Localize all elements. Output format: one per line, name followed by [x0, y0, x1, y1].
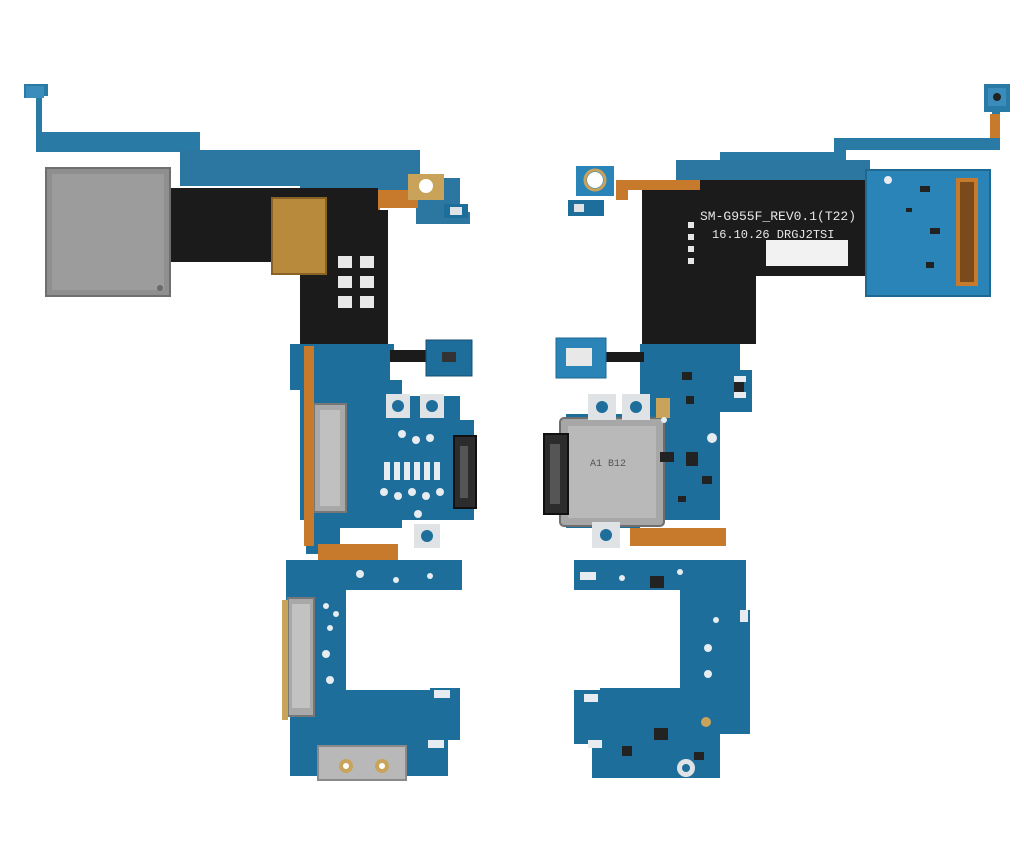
left-lower-gold-edge [282, 600, 288, 720]
right-flex-board: SM-G955F_REV0.1(T22) 16.10.26 DRGJ2TSI [543, 84, 1010, 778]
right-test-pads [661, 376, 746, 443]
left-lower-pads [322, 570, 450, 748]
right-copper-trace [616, 180, 700, 200]
right-screw-hole [587, 172, 603, 188]
right-port-tab-2-hole [630, 401, 642, 413]
right-mic-shield [566, 348, 592, 366]
right-usb-housing-inner [568, 426, 656, 518]
left-gold-stiffener [271, 197, 327, 275]
right-cut-marks [688, 222, 694, 264]
right-small-tab-pad [574, 204, 584, 212]
left-port-tab-3-hole [421, 530, 433, 542]
right-antenna-contact [993, 93, 1001, 101]
right-screw-ring [583, 168, 607, 192]
left-copper-edge [304, 346, 314, 546]
left-mic-chip [442, 352, 456, 362]
right-bridge-flex [630, 528, 726, 546]
right-lower-contact [701, 717, 711, 727]
right-mic-flex [602, 352, 644, 362]
left-lower-steel-inner [292, 604, 310, 708]
left-antenna-strip [24, 84, 262, 170]
right-silkscreen-line1: SM-G955F_REV0.1(T22) [700, 209, 856, 224]
left-black-flex [168, 188, 388, 344]
left-small-tab-pad [450, 207, 462, 215]
right-gold-contact [656, 398, 670, 418]
right-silkscreen-line2: 16.10.26 DRGJ2TSI [712, 228, 834, 242]
left-screw-hole [419, 179, 433, 193]
right-connector-board-hole [884, 176, 892, 184]
left-test-pads [380, 430, 444, 518]
left-shield-screw [157, 285, 163, 291]
right-lower-smd [622, 576, 704, 760]
left-antenna-pad [26, 86, 44, 98]
right-antenna-strip [720, 84, 1010, 164]
left-lower-pcb [286, 560, 462, 776]
right-white-label [766, 240, 848, 266]
right-connector-board-parts [906, 186, 940, 268]
left-port-tab-1-hole [392, 400, 404, 412]
left-contact-pad-grid [338, 256, 374, 308]
right-connector-marks: A1 B12 [590, 459, 626, 470]
right-port-tab-1-hole [596, 401, 608, 413]
right-smd-components [660, 372, 744, 502]
right-lower-pads [580, 569, 748, 748]
right-black-flex [642, 180, 866, 344]
left-bottom-screw-1-hole [343, 763, 349, 769]
right-board-connector-pins [960, 182, 974, 282]
left-port-tab-2-hole [426, 400, 438, 412]
left-steel-bracket-inner [320, 410, 340, 506]
right-bottom-screw-hole [682, 764, 690, 772]
right-usb-port-slot [550, 444, 560, 504]
left-usb-port-slot [460, 446, 468, 498]
left-bottom-steel-plate [317, 745, 407, 781]
left-steel-shield-inner [52, 174, 164, 290]
right-port-tab-3-hole [600, 529, 612, 541]
left-bridge-flex [318, 544, 398, 560]
right-antenna-copper [990, 114, 1000, 138]
right-small-tab [568, 200, 604, 216]
left-bottom-screw-2-hole [379, 763, 385, 769]
left-flex-board [24, 84, 477, 781]
left-mic-flex [390, 350, 430, 362]
right-upper-flex [676, 160, 870, 180]
